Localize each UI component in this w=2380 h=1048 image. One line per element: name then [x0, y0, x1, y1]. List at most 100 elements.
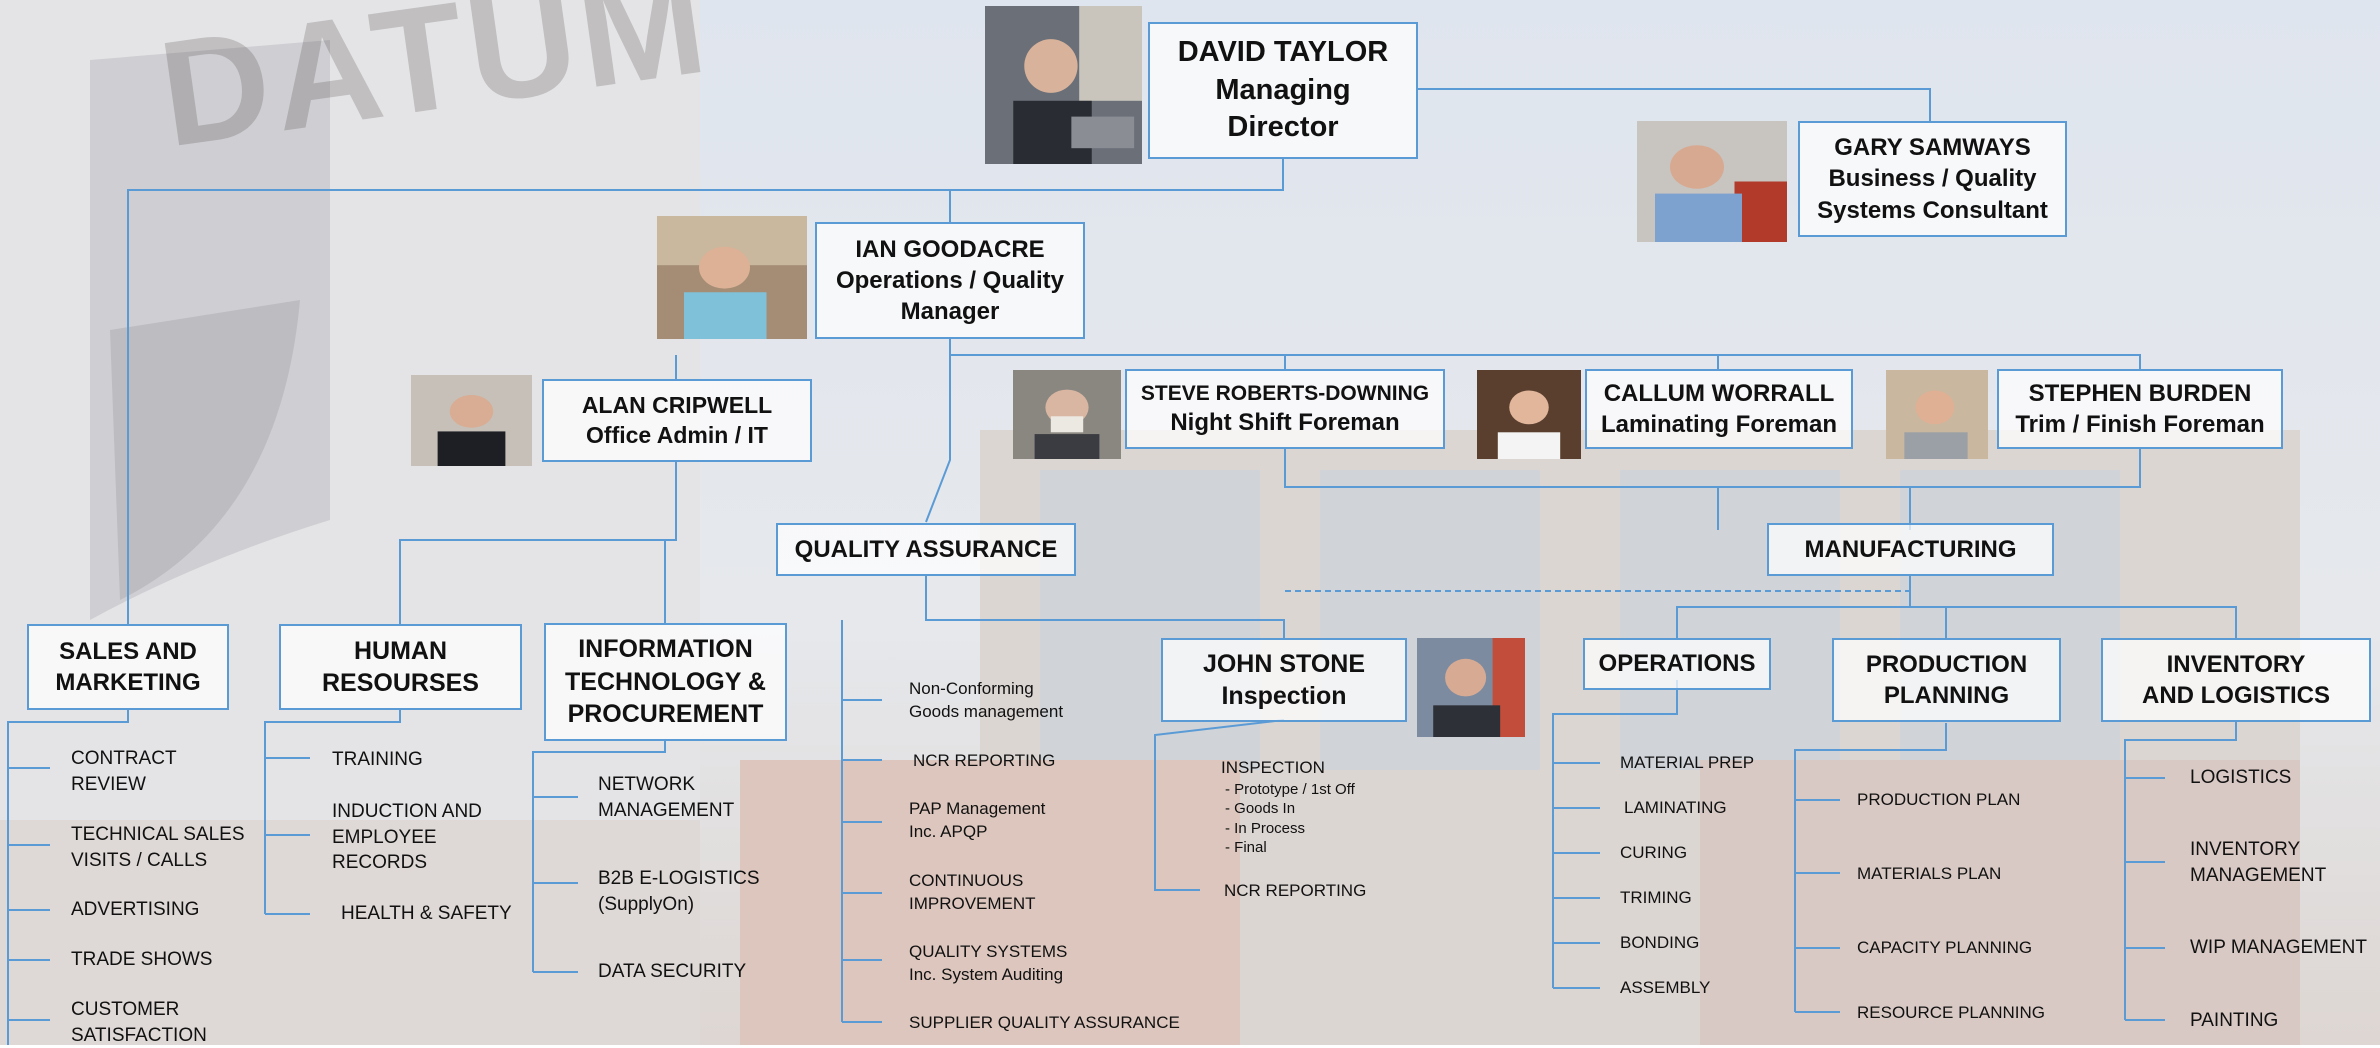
person-name: JOHN STONE [1202, 649, 1366, 678]
john-stone-box: JOHN STONE Inspection [1161, 638, 1407, 722]
list-item-text: NCR REPORTING [1224, 881, 1367, 900]
list-item: QUALITY SYSTEMS Inc. System Auditing [909, 941, 1067, 987]
stephen-burden-photo [1886, 370, 1988, 459]
list-item-text: Non-Conforming [909, 679, 1034, 698]
person-name: ALAN CRIPWELL [581, 391, 773, 418]
steve-roberts-downing-photo [1013, 370, 1121, 459]
list-item-text: CUSTOMER [71, 999, 180, 1020]
list-item-text: TRIMING [1620, 888, 1692, 907]
person-title: Managing [1215, 73, 1351, 106]
list-item-text: LOGISTICS [2190, 767, 2292, 788]
list-item: RESOURCE PLANNING [1857, 1002, 2045, 1025]
list-item: LAMINATING [1624, 797, 1727, 820]
list-item: TRIMING [1620, 887, 1692, 910]
list-item-text: B2B E-LOGISTICS [598, 868, 760, 889]
list-item-text: Inc. System Auditing [909, 964, 1064, 984]
person-title: Systems Consultant [1817, 196, 2048, 224]
list-item-text: RECORDS [332, 852, 428, 874]
person-title: Manager [900, 298, 1000, 326]
callum-worrall-box: CALLUM WORRALL Laminating Foreman [1585, 369, 1853, 449]
list-item-text: (SupplyOn) [598, 893, 695, 915]
list-item-text: Inc. APQP [909, 821, 988, 841]
list-item: INVENTORY MANAGEMENT [2190, 837, 2326, 888]
person-name: DAVID TAYLOR [1177, 35, 1389, 68]
list-item: MATERIAL PREP [1620, 752, 1754, 775]
list-item-text: WIP MANAGEMENT [2190, 937, 2367, 958]
steve-roberts-downing-box: STEVE ROBERTS-DOWNING Night Shift Forema… [1125, 369, 1445, 449]
list-sub-item: - Prototype / 1st Off [1225, 780, 1355, 798]
list-item-text: BONDING [1620, 933, 1700, 952]
list-item-text: ADVERTISING [71, 899, 200, 920]
list-sub-item: - In Process [1225, 819, 1306, 837]
list-item-text: SUPPLIER QUALITY ASSURANCE [909, 1013, 1180, 1032]
person-name: STEPHEN BURDEN [2028, 379, 2252, 407]
sales-marketing-box: SALES AND MARKETING [27, 624, 229, 710]
list-item-text: INSPECTION [1221, 758, 1325, 777]
person-name: STEVE ROBERTS-DOWNING [1140, 381, 1430, 405]
gary-samways-box: GARY SAMWAYS Business / Quality Systems … [1798, 121, 2067, 237]
list-item: SUPPLIER QUALITY ASSURANCE [909, 1012, 1180, 1035]
department-title: MANUFACTURING [1804, 535, 2017, 563]
list-item: CUSTOMER SATISFACTION [71, 997, 207, 1048]
list-item: B2B E-LOGISTICS (SupplyOn) [598, 866, 760, 917]
person-title: Operations / Quality [835, 266, 1065, 294]
department-title: OPERATIONS [1598, 650, 1756, 678]
list-item-text: ASSEMBLY [1620, 978, 1711, 997]
list-item-text: SATISFACTION [71, 1024, 207, 1046]
david-taylor-photo [985, 6, 1142, 164]
quality-assurance-box: QUALITY ASSURANCE [776, 523, 1076, 576]
department-title: PROCUREMENT [567, 700, 764, 729]
list-item-text: RESOURCE PLANNING [1857, 1003, 2045, 1022]
ian-goodacre-photo [657, 216, 807, 339]
list-item-text: TRADE SHOWS [71, 949, 213, 970]
person-name: GARY SAMWAYS [1834, 134, 2031, 162]
stephen-burden-box: STEPHEN BURDEN Trim / Finish Foreman [1997, 369, 2283, 449]
list-item-text: MATERIALS PLAN [1857, 864, 2002, 883]
ian-goodacre-box: IAN GOODACRE Operations / Quality Manage… [815, 222, 1085, 339]
list-item-text: INVENTORY [2190, 839, 2301, 860]
list-item: INDUCTION AND EMPLOYEE RECORDS [332, 799, 482, 876]
human-resources-box: HUMAN RESOURSES [279, 624, 522, 710]
list-item: WIP MANAGEMENT [2190, 935, 2367, 961]
list-item-text: REVIEW [71, 773, 146, 795]
list-item: LOGISTICS [2190, 765, 2291, 791]
list-item-text: QUALITY SYSTEMS [909, 942, 1068, 961]
list-sub-item: - Final [1225, 839, 1267, 857]
department-title: SALES AND [59, 637, 197, 665]
operations-box: OPERATIONS [1583, 638, 1771, 690]
list-item-text: EMPLOYEE [332, 826, 437, 848]
list-item-text: NCR REPORTING [913, 751, 1056, 770]
list-item: TRADE SHOWS [71, 947, 212, 973]
department-title: MARKETING [55, 669, 201, 696]
list-item: NCR REPORTING [1224, 880, 1366, 903]
list-item-text: INDUCTION AND [332, 801, 482, 822]
department-title: AND LOGISTICS [2141, 682, 2330, 709]
list-item-text: IMPROVEMENT [909, 893, 1036, 913]
list-item: ASSEMBLY [1620, 977, 1710, 1000]
list-item-text: CONTINUOUS [909, 871, 1024, 890]
department-title: PRODUCTION [1865, 650, 2028, 678]
david-taylor-box: DAVID TAYLOR Managing Director [1148, 22, 1418, 159]
list-item: CONTINUOUS IMPROVEMENT [909, 870, 1036, 916]
list-item-text: HEALTH & SAFETY [341, 903, 512, 924]
list-item-text: MANAGEMENT [2190, 864, 2327, 886]
list-item-text: LAMINATING [1624, 798, 1727, 817]
it-procurement-box: INFORMATION TECHNOLOGY & PROCUREMENT [544, 623, 787, 741]
list-item: NCR REPORTING [913, 750, 1055, 773]
list-item: HEALTH & SAFETY [341, 901, 512, 927]
list-item: ADVERTISING [71, 897, 199, 923]
alan-cripwell-photo [411, 375, 532, 466]
list-item-text: MATERIAL PREP [1620, 753, 1755, 772]
list-item-text: CONTRACT [71, 748, 177, 769]
list-sub-item: - Goods In [1225, 800, 1296, 818]
person-name: IAN GOODACRE [855, 235, 1045, 263]
callum-worrall-photo [1477, 370, 1581, 459]
list-item-text: PRODUCTION PLAN [1857, 790, 2021, 809]
john-stone-photo [1417, 638, 1525, 737]
list-item: CAPACITY PLANNING [1857, 937, 2032, 960]
list-item-text: DATA SECURITY [598, 961, 747, 982]
